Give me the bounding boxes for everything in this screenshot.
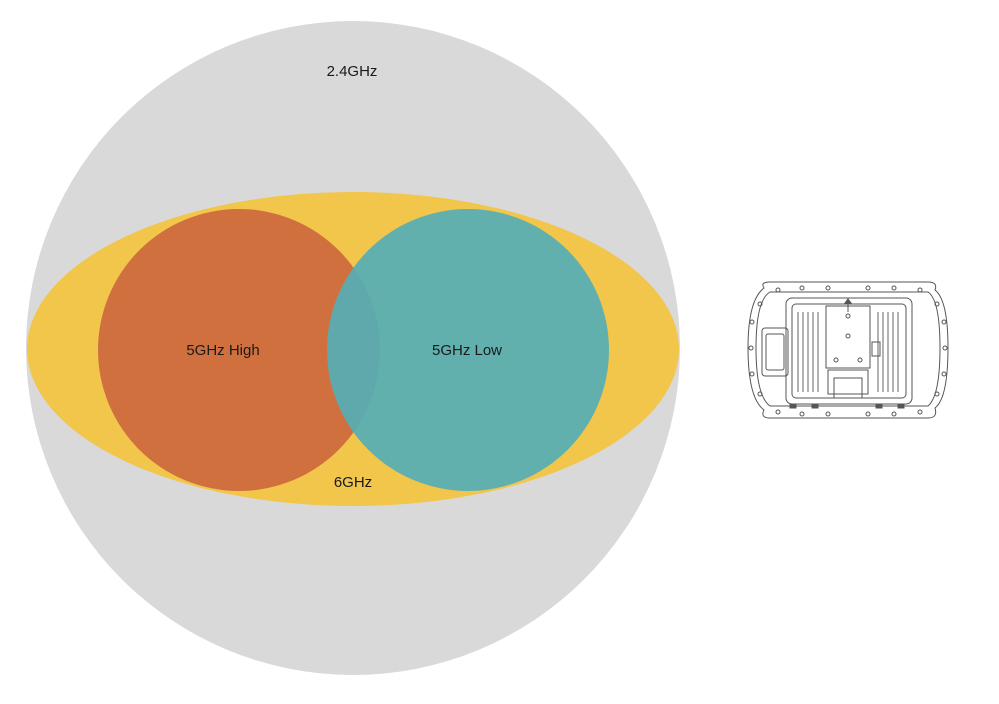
band-5-high-area	[98, 209, 380, 491]
band-6-label: 6GHz	[334, 474, 372, 491]
band-24-label: 2.4GHz	[327, 63, 378, 80]
access-point-device-icon	[747, 281, 949, 419]
band-5-high-label: 5GHz High	[186, 342, 259, 359]
band-5-low-area	[327, 209, 609, 491]
band-5-low-label: 5GHz Low	[432, 342, 502, 359]
